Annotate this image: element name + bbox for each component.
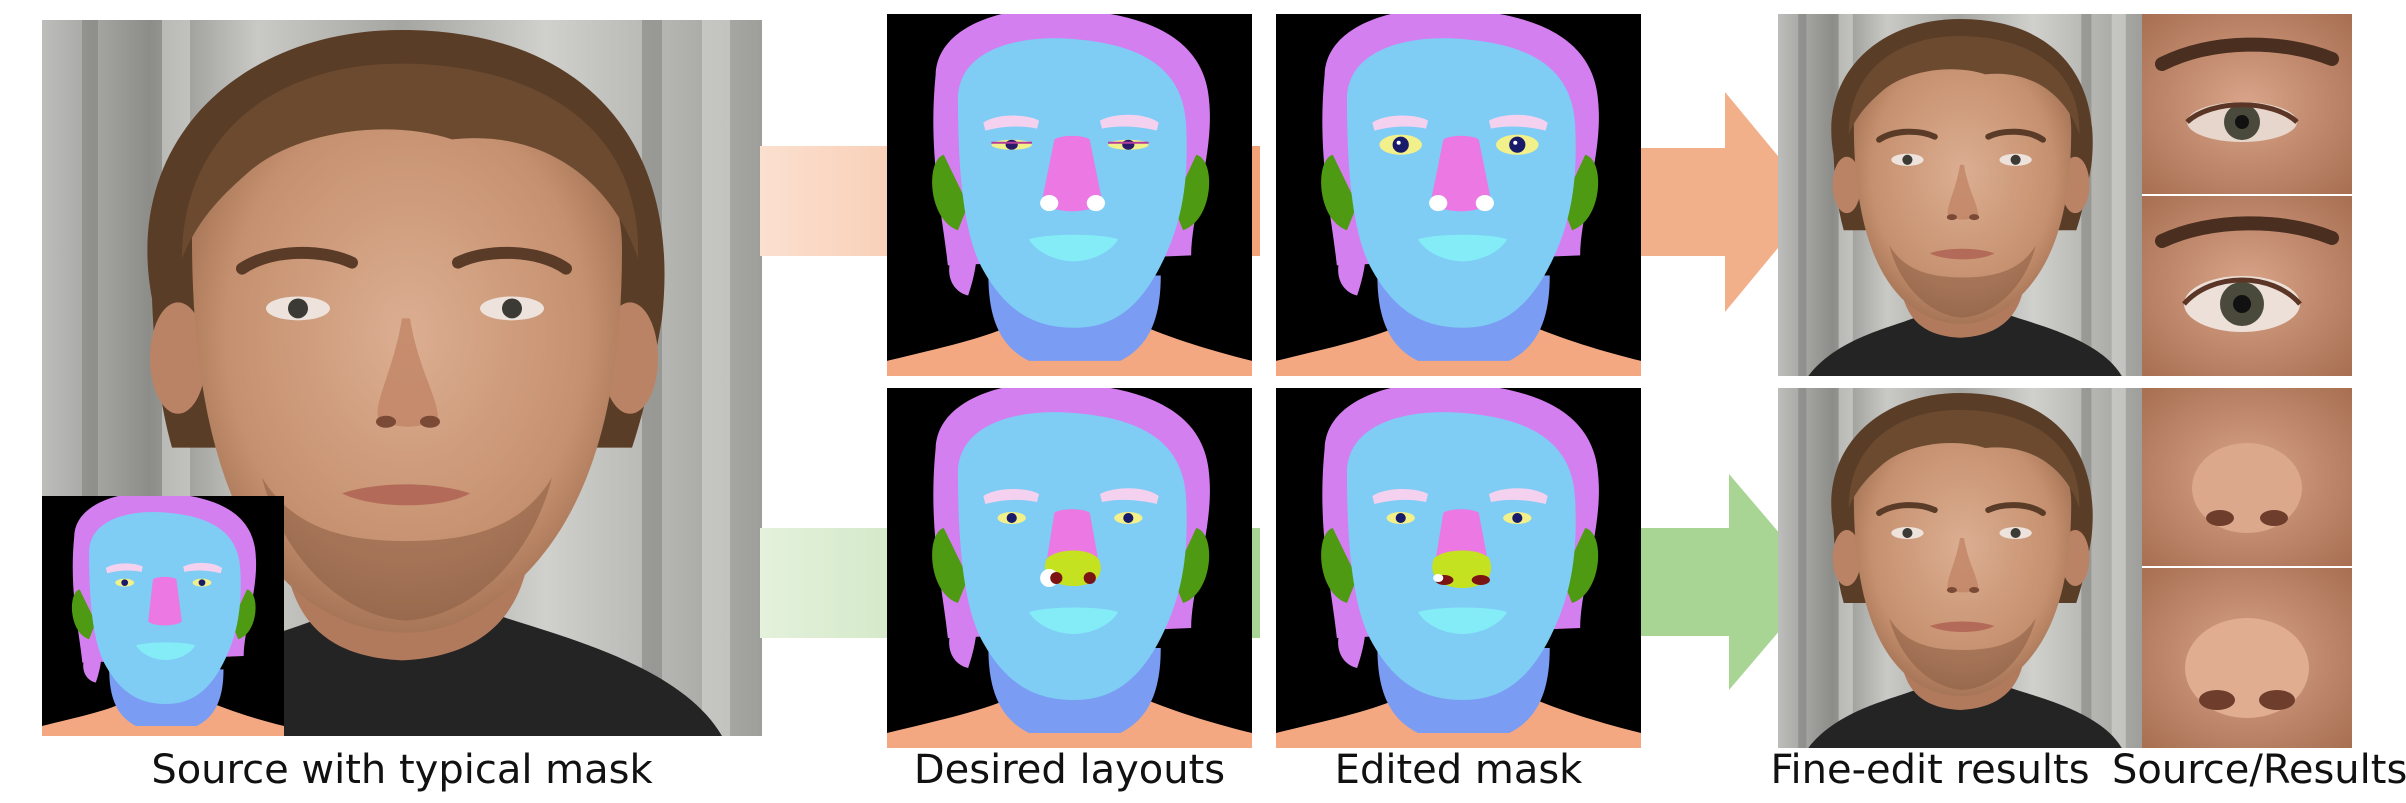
caption-desired: Desired layouts bbox=[913, 747, 1226, 793]
crop-source-nose bbox=[2142, 388, 2352, 566]
crop-result-eye bbox=[2142, 196, 2352, 376]
caption-edited: Edited mask bbox=[1334, 747, 1583, 793]
arrow-orange-icon bbox=[1641, 92, 1816, 312]
arrow-green-icon bbox=[1641, 474, 1821, 690]
typical-mask-inset bbox=[42, 496, 284, 736]
desired-layout-nose bbox=[887, 388, 1252, 748]
crop-source-eye bbox=[2142, 14, 2352, 194]
crop-result-nose bbox=[2142, 568, 2352, 748]
caption-results: Fine-edit results bbox=[1770, 747, 2090, 793]
desired-layout-eyes bbox=[887, 14, 1252, 376]
result-photo-eyes bbox=[1778, 14, 2142, 376]
caption-crops: Source/Results bbox=[2112, 747, 2406, 793]
edited-mask-eyes bbox=[1276, 14, 1641, 376]
caption-source: Source with typical mask bbox=[151, 747, 653, 793]
result-photo-nose bbox=[1778, 388, 2142, 748]
edited-mask-nose bbox=[1276, 388, 1641, 748]
